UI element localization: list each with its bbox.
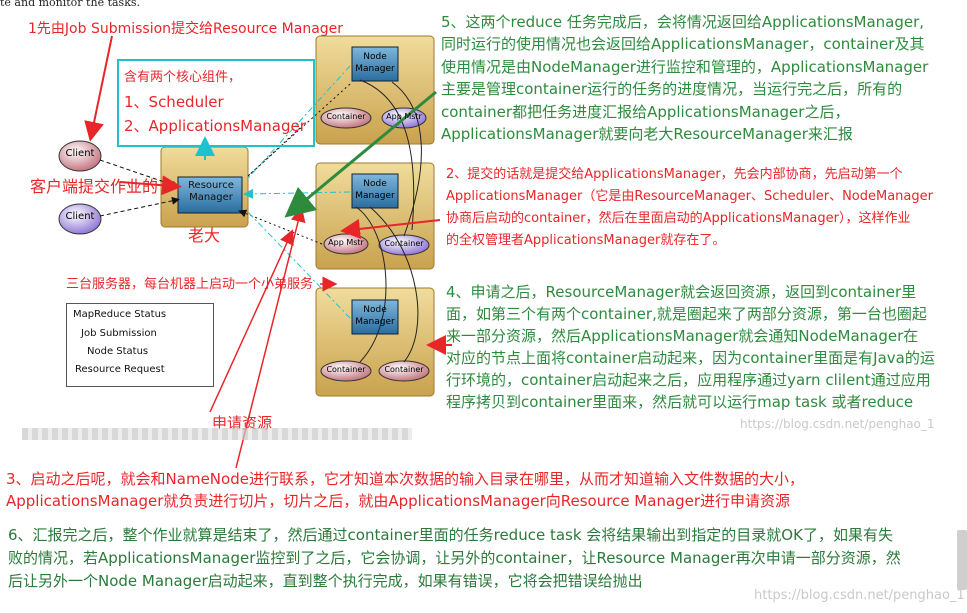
legend: MapReduce Status Job Submission Node Sta… — [66, 303, 214, 387]
boss-label: 老大 — [188, 226, 221, 245]
note5-line: ApplicationsManager就要向老大ResourceManager来… — [441, 125, 853, 144]
container-oval-1 — [320, 107, 372, 129]
note2-line: 协商后启动的container，然后在里面启动的ApplicationsMana… — [446, 211, 911, 226]
note5-line: 使用情况是由NodeManager进行监控和管理的，ApplicationsMa… — [441, 57, 929, 76]
app-mstr-label-2: App Mstr — [328, 238, 364, 247]
container-label-3: Container — [326, 365, 366, 374]
app-mstr-label-1: App Mstr — [386, 112, 422, 121]
note5-line: 同时运行的使用情况也会返回给ApplicationsManager，contai… — [441, 35, 925, 54]
vertical-scrollbar[interactable] — [957, 530, 967, 590]
node-manager-label-1: Node Manager — [355, 52, 395, 74]
note5-line: 5、这两个reduce 任务完成后，会将情况返回给ApplicationsMan… — [441, 13, 925, 31]
note-step5: 5、这两个reduce 任务完成后，会将情况返回给ApplicationsMan… — [441, 11, 928, 145]
container-label-4: Container — [384, 365, 424, 374]
apply-resource-label: 申请资源 — [212, 414, 273, 432]
note-step6: 6、汇报完之后，整个作业就算是结束了，然后通过container里面的任务red… — [8, 524, 901, 593]
legend-node-status: Node Status — [87, 346, 149, 357]
client-submit-label: 客户端提交作业的 — [30, 177, 159, 196]
note4-line: 行环境的，container启动起来之后，应用程序通过yarn clilent通… — [446, 371, 931, 389]
note-step1: 1先由Job Submission提交给Resource Manager — [28, 21, 344, 37]
top-text-fragment: te and monitor the tasks. — [0, 0, 141, 9]
core-box-scheduler: 1、Scheduler — [124, 93, 224, 111]
node-manager-label-2: Node Manager — [355, 179, 395, 201]
container-oval-4 — [378, 360, 430, 382]
blurred-text — [22, 428, 412, 440]
note6-line: 6、汇报完之后，整个作业就算是结束了，然后通过container里面的任务red… — [8, 526, 893, 544]
note4-line: 程序拷贝到container里面来，然后就可以运行map task 或者redu… — [446, 393, 914, 411]
note4-line: 对应的节点上面将container启动起来，因为container里面是有Jav… — [446, 349, 935, 367]
note5-line: 主要是管理container运行的任务的进度情况，当运行完之后，所有的 — [441, 80, 903, 99]
client-oval-1 — [58, 140, 102, 172]
core-components-text: 含有两个核心组件， 1、Scheduler 2、ApplicationsMana… — [124, 66, 306, 138]
container-label-1: Container — [326, 112, 366, 121]
core-box-applications-manager: 2、ApplicationsManager — [124, 117, 306, 135]
client-label-2: Client — [65, 211, 95, 222]
node-manager-label-3: Node Manager — [355, 305, 395, 327]
client-label-1: Client — [65, 148, 95, 159]
core-box-title: 含有两个核心组件， — [124, 70, 242, 85]
node-manager-box-2 — [351, 173, 399, 209]
legend-job-submission: Job Submission — [81, 328, 157, 339]
node-manager-box-1 — [351, 46, 399, 82]
note4-line: 来一部分资源，然后ApplicationsManager就会通知NodeMana… — [446, 327, 919, 345]
note3-line: 3、启动之后呢，就会和NameNode进行联系，它才知道本次数据的输入目录在哪里… — [6, 470, 804, 488]
resource-manager-box — [177, 176, 243, 214]
note2-line: ApplicationsManager（它是由ResourceManager、S… — [446, 189, 933, 204]
note-step2: 2、提交的话就是提交给ApplicationsManager，先会内部协商，先启… — [446, 164, 933, 252]
resource-manager-label: Resource Manager — [188, 180, 234, 203]
node-manager-box-3 — [351, 299, 399, 335]
container-label-2: Container — [384, 239, 424, 248]
watermark-2: https://blog.csdn.net/penghao_1 — [754, 588, 965, 603]
note4-line: 面，如第三个有两个container,就是圈起来了两部分资源，第一台也圈起 — [446, 305, 927, 323]
note2-line: 的全权管理者ApplicationsManager就存在了。 — [446, 233, 726, 248]
watermark-1: https://blog.csdn.net/penghao_1 — [740, 417, 935, 431]
core-components-box — [117, 59, 315, 147]
note2-line: 2、提交的话就是提交给ApplicationsManager，先会内部协商，先启… — [446, 167, 903, 182]
legend-resource-request: Resource Request — [75, 364, 165, 375]
note4-line: 4、申请之后，ResourceManager就会返回资源，返回到containe… — [446, 283, 917, 301]
servers-note: 三台服务器，每台机器上启动一个小弟服务 — [66, 277, 314, 292]
client-oval-2 — [58, 203, 102, 235]
note-step4: 4、申请之后，ResourceManager就会返回资源，返回到containe… — [446, 281, 935, 413]
legend-mapreduce-status: MapReduce Status — [73, 309, 167, 320]
container-oval-3 — [320, 360, 372, 382]
note6-line: 败的情况，若ApplicationsManager监控到了之后，它会协调，让另外… — [8, 549, 901, 567]
note6-line: 后让另外一个Node Manager启动起来，直到整个执行完成，如果有错误，它将… — [8, 572, 643, 590]
note3-line: ApplicationsManager就负责进行切片，切片之后，就由Applic… — [6, 492, 791, 510]
note5-line: container都把任务进度汇报给ApplicationsManager之后， — [441, 102, 850, 121]
note-step3: 3、启动之后呢，就会和NameNode进行联系，它才知道本次数据的输入目录在哪里… — [6, 468, 804, 512]
